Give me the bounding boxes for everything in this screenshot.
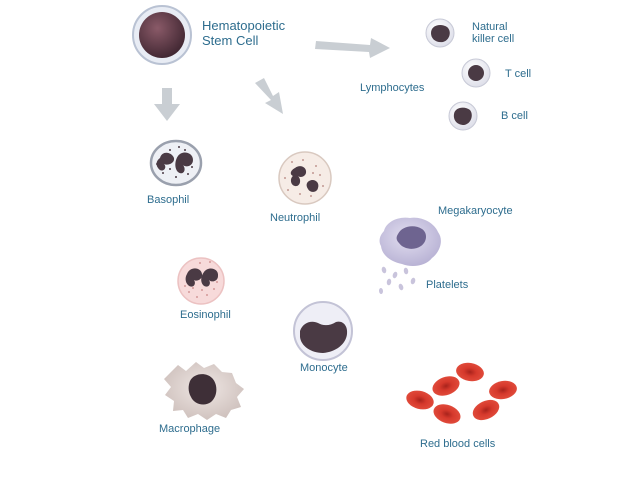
b-cell-icon — [448, 101, 478, 131]
b-cell-label: B cell — [501, 110, 528, 122]
eosinophil-label: Eosinophil — [180, 309, 231, 321]
t-cell-label: T cell — [505, 68, 532, 80]
basophil-label: Basophil — [147, 194, 190, 206]
stem-cell-label-line2: Stem Cell — [202, 33, 259, 48]
natural-killer-label-line1: Natural — [472, 21, 508, 33]
macrophage-label: Macrophage — [159, 423, 221, 435]
monocyte-icon — [293, 301, 353, 361]
arrow-down-left — [154, 88, 180, 121]
stem-cell-icon — [132, 5, 192, 65]
t-cell-icon — [461, 58, 491, 88]
basophil-icon — [149, 139, 203, 187]
platelets-icon — [378, 266, 416, 294]
megakaryocyte-icon — [379, 217, 441, 266]
platelets-label: Platelets — [426, 279, 469, 291]
arrow-down-right — [255, 78, 283, 114]
arrow-to-lymphocytes — [315, 38, 390, 58]
lymphocytes-label: Lymphocytes — [360, 82, 425, 94]
red-blood-cells-icon — [406, 362, 517, 424]
macrophage-icon — [164, 362, 244, 420]
stem-cell-label-line1: Hematopoietic — [202, 18, 286, 33]
red-blood-cells-label: Red blood cells — [420, 438, 496, 450]
megakaryocyte-label: Megakaryocyte — [438, 205, 513, 217]
natural-killer-cell-icon — [425, 18, 455, 48]
natural-killer-label-line2: killer cell — [472, 33, 515, 45]
monocyte-label: Monocyte — [300, 362, 348, 374]
neutrophil-icon — [278, 151, 332, 205]
neutrophil-label: Neutrophil — [270, 212, 321, 224]
eosinophil-icon — [177, 257, 225, 305]
